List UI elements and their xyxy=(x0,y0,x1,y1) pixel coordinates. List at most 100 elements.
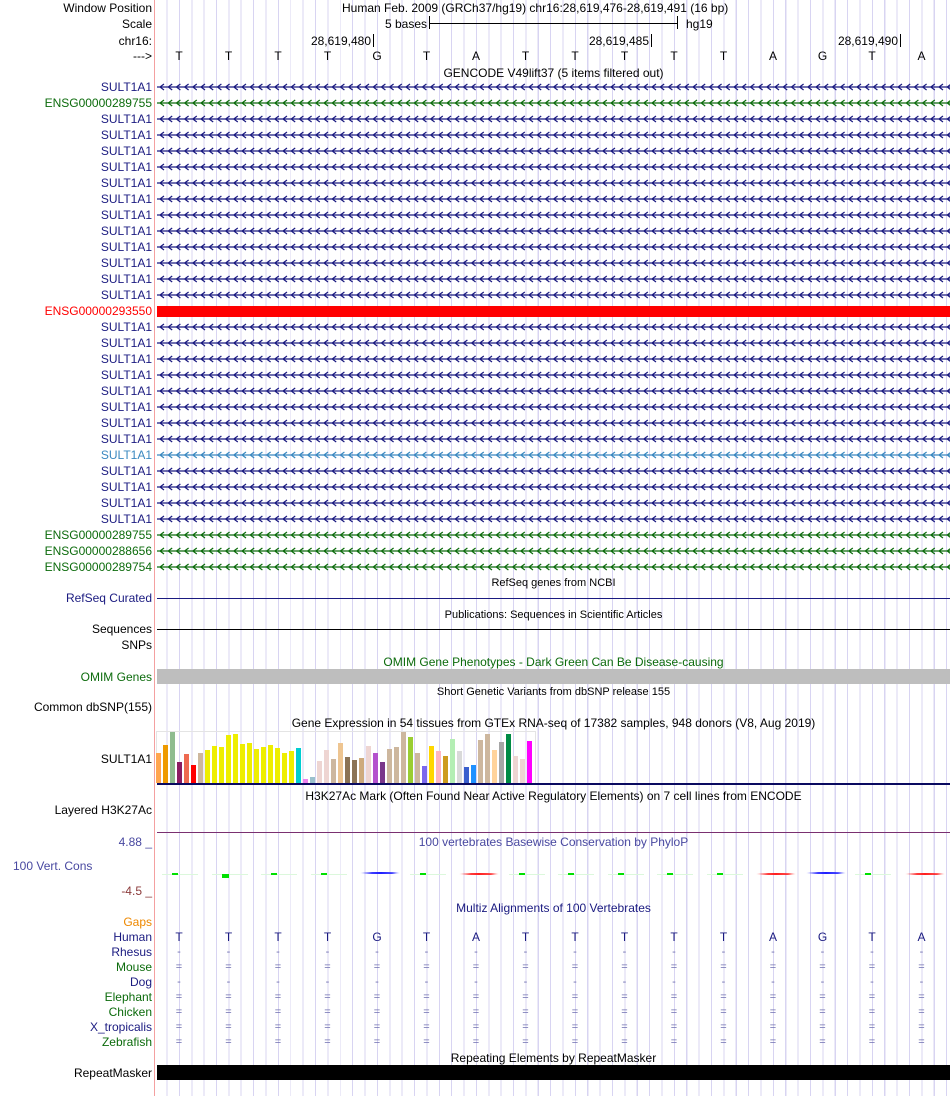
refseq-label[interactable]: RefSeq Curated xyxy=(65,591,152,605)
gtex-tissue-bar[interactable] xyxy=(289,751,294,783)
gene-label[interactable]: SULT1A1 xyxy=(100,256,152,270)
publications-label-snps[interactable]: SNPs xyxy=(121,638,152,652)
gtex-tissue-bar[interactable] xyxy=(352,760,357,783)
gene-feature-line[interactable] xyxy=(157,177,950,189)
dbsnp-track-title[interactable]: Short Genetic Variants from dbSNP releas… xyxy=(436,686,671,698)
gtex-tissue-bar[interactable] xyxy=(429,746,434,783)
gene-label[interactable]: SULT1A1 xyxy=(100,208,152,222)
gene-feature-line[interactable] xyxy=(157,161,950,173)
gene-feature-line[interactable] xyxy=(157,81,950,93)
gtex-tissue-bar[interactable] xyxy=(338,743,343,783)
gene-feature-line[interactable] xyxy=(157,449,950,461)
gene-label[interactable]: SULT1A1 xyxy=(100,496,152,510)
gene-feature-line[interactable] xyxy=(157,193,950,205)
gene-label[interactable]: SULT1A1 xyxy=(100,192,152,206)
omim-gene-bar[interactable] xyxy=(157,669,950,684)
gene-feature-line[interactable] xyxy=(157,225,950,237)
gtex-track-title[interactable]: Gene Expression in 54 tissues from GTEx … xyxy=(291,716,816,730)
gene-label[interactable]: SULT1A1 xyxy=(100,288,152,302)
publications-line[interactable] xyxy=(157,629,950,630)
gene-label[interactable]: SULT1A1 xyxy=(100,368,152,382)
gene-feature-line[interactable] xyxy=(157,481,950,493)
gene-feature-line[interactable] xyxy=(157,561,950,573)
gencode-track-title[interactable]: GENCODE V49lift37 (5 items filtered out) xyxy=(443,66,664,80)
gtex-tissue-bar[interactable] xyxy=(401,732,406,783)
gene-label[interactable]: SULT1A1 xyxy=(100,224,152,238)
gene-label[interactable]: ENSG00000288656 xyxy=(44,544,152,558)
gtex-tissue-bar[interactable] xyxy=(464,767,469,783)
repeatmasker-label[interactable]: RepeatMasker xyxy=(73,1066,152,1080)
gtex-tissue-bar[interactable] xyxy=(310,777,315,783)
gaps-label[interactable]: Gaps xyxy=(123,915,152,929)
gene-feature-line[interactable] xyxy=(157,497,950,509)
h3k27ac-track-title[interactable]: H3K27Ac Mark (Often Found Near Active Re… xyxy=(305,789,802,803)
h3k27ac-label[interactable]: Layered H3K27Ac xyxy=(54,803,152,817)
gene-label[interactable]: SULT1A1 xyxy=(100,320,152,334)
gene-label[interactable]: ENSG00000289755 xyxy=(44,528,152,542)
gene-label[interactable]: ENSG00000289754 xyxy=(44,560,152,574)
conservation-track-title[interactable]: 100 vertebrates Basewise Conservation by… xyxy=(418,835,689,849)
gtex-tissue-bar[interactable] xyxy=(184,754,189,783)
gtex-tissue-bar[interactable] xyxy=(261,747,266,783)
species-label[interactable]: Dog xyxy=(129,975,152,989)
gtex-tissue-bar[interactable] xyxy=(345,757,350,783)
gtex-tissue-bar[interactable] xyxy=(247,743,252,783)
gene-label[interactable]: SULT1A1 xyxy=(100,384,152,398)
gtex-tissue-bar[interactable] xyxy=(303,779,308,783)
gene-feature-line[interactable] xyxy=(157,321,950,333)
gene-feature-line[interactable] xyxy=(157,145,950,157)
gtex-tissue-bar[interactable] xyxy=(198,753,203,783)
gtex-tissue-bar[interactable] xyxy=(296,748,301,783)
human-label[interactable]: Human xyxy=(113,930,152,944)
gtex-tissue-bar[interactable] xyxy=(331,759,336,783)
gene-label[interactable]: SULT1A1 xyxy=(100,336,152,350)
gene-label[interactable]: SULT1A1 xyxy=(100,400,152,414)
gtex-tissue-bar[interactable] xyxy=(457,751,462,783)
gene-label[interactable]: SULT1A1 xyxy=(100,416,152,430)
species-label[interactable]: Zebrafish xyxy=(101,1035,152,1049)
gtex-tissue-bar[interactable] xyxy=(415,753,420,783)
gtex-tissue-bar[interactable] xyxy=(233,734,238,783)
gene-feature-line[interactable] xyxy=(157,113,950,125)
gtex-tissue-bar[interactable] xyxy=(450,739,455,783)
gene-label[interactable]: SULT1A1 xyxy=(100,464,152,478)
gene-label[interactable]: SULT1A1 xyxy=(100,512,152,526)
repeatmasker-bar[interactable] xyxy=(157,1065,950,1080)
gene-feature-line[interactable] xyxy=(157,369,950,381)
gene-feature-bar[interactable] xyxy=(157,306,950,317)
gene-feature-line[interactable] xyxy=(157,401,950,413)
gtex-tissue-bar[interactable] xyxy=(177,762,182,783)
gtex-tissue-bar[interactable] xyxy=(513,756,518,783)
gtex-tissue-bar[interactable] xyxy=(394,747,399,783)
multiz-track-title[interactable]: Multiz Alignments of 100 Vertebrates xyxy=(456,901,651,915)
gtex-tissue-bar[interactable] xyxy=(387,749,392,783)
species-label[interactable]: Mouse xyxy=(115,960,152,974)
gtex-tissue-bar[interactable] xyxy=(471,765,476,783)
gtex-tissue-bar[interactable] xyxy=(219,747,224,783)
gene-label[interactable]: SULT1A1 xyxy=(100,128,152,142)
gtex-tissue-bar[interactable] xyxy=(282,753,287,783)
gtex-tissue-bar[interactable] xyxy=(485,734,490,783)
gene-label[interactable]: SULT1A1 xyxy=(100,176,152,190)
gtex-tissue-bar[interactable] xyxy=(366,746,371,783)
gtex-tissue-bar[interactable] xyxy=(212,746,217,783)
publications-label[interactable]: Sequences xyxy=(91,622,152,636)
publications-track-title[interactable]: Publications: Sequences in Scientific Ar… xyxy=(444,609,663,621)
gene-label[interactable]: SULT1A1 xyxy=(100,352,152,366)
gene-feature-line[interactable] xyxy=(157,513,950,525)
gene-feature-line[interactable] xyxy=(157,209,950,221)
gene-label[interactable]: SULT1A1 xyxy=(100,448,152,462)
gtex-tissue-bar[interactable] xyxy=(422,766,427,783)
gene-label[interactable]: SULT1A1 xyxy=(100,272,152,286)
gene-feature-line[interactable] xyxy=(157,129,950,141)
gtex-tissue-bar[interactable] xyxy=(156,753,161,783)
gene-feature-line[interactable] xyxy=(157,545,950,557)
gtex-tissue-bar[interactable] xyxy=(506,734,511,783)
gtex-tissue-bar[interactable] xyxy=(191,765,196,783)
gene-feature-line[interactable] xyxy=(157,273,950,285)
dbsnp-label[interactable]: Common dbSNP(155) xyxy=(33,700,152,714)
gtex-tissue-bar[interactable] xyxy=(163,745,168,783)
repeatmasker-track-title[interactable]: Repeating Elements by RepeatMasker xyxy=(450,1051,657,1065)
gtex-tissue-bar[interactable] xyxy=(324,750,329,783)
